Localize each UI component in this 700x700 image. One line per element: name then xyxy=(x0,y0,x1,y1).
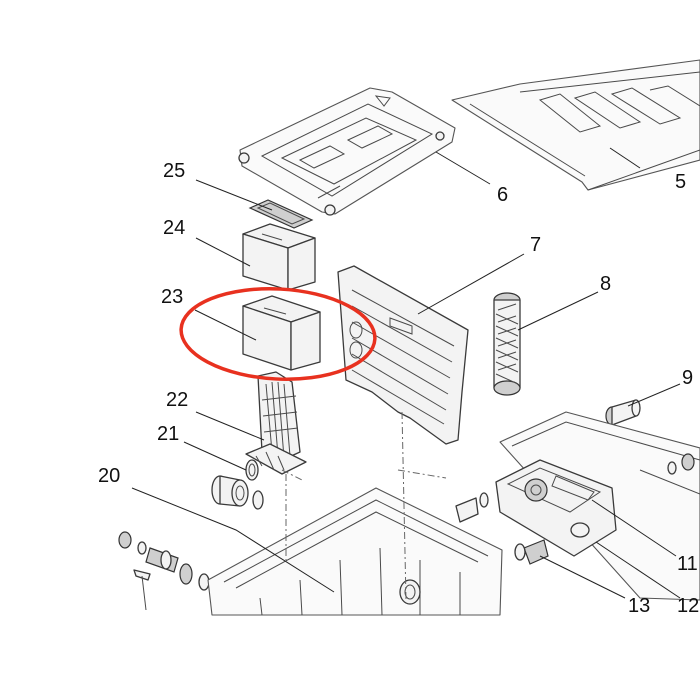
part-20-connector xyxy=(211,475,264,510)
part-5-lid xyxy=(451,59,700,191)
callout-11: 11 xyxy=(677,553,698,575)
part-23-foam-block xyxy=(242,295,321,371)
callout-6: 6 xyxy=(497,184,508,206)
callout-23: 23 xyxy=(161,286,183,308)
part-7-filter-plate xyxy=(337,265,469,445)
callout-25: 25 xyxy=(163,160,185,182)
part-6-tray-frame xyxy=(238,87,456,216)
part-22-filter-grid xyxy=(245,371,307,475)
left-fittings xyxy=(118,531,210,611)
part-8-cylinder-filter xyxy=(493,292,521,396)
highlight-ellipse xyxy=(179,287,377,381)
part-25-clip xyxy=(248,199,314,229)
callout-8: 8 xyxy=(600,273,611,295)
leader-lines xyxy=(131,147,681,599)
part-24-foam-block xyxy=(242,223,316,291)
callout-9: 9 xyxy=(682,367,693,389)
part-21-seal-ring xyxy=(245,459,259,481)
callout-24: 24 xyxy=(163,217,185,239)
callout-20: 20 xyxy=(98,465,120,487)
callout-7: 7 xyxy=(530,234,541,256)
right-housing xyxy=(455,411,700,601)
assembly-lines xyxy=(281,411,447,601)
callout-labels: 25 24 23 22 21 20 5 6 7 8 9 11 12 13 xyxy=(98,160,699,617)
callout-12: 12 xyxy=(677,595,699,617)
callout-5: 5 xyxy=(675,171,686,193)
callout-22: 22 xyxy=(166,389,188,411)
callout-13: 13 xyxy=(628,595,650,617)
callout-21: 21 xyxy=(157,423,179,445)
